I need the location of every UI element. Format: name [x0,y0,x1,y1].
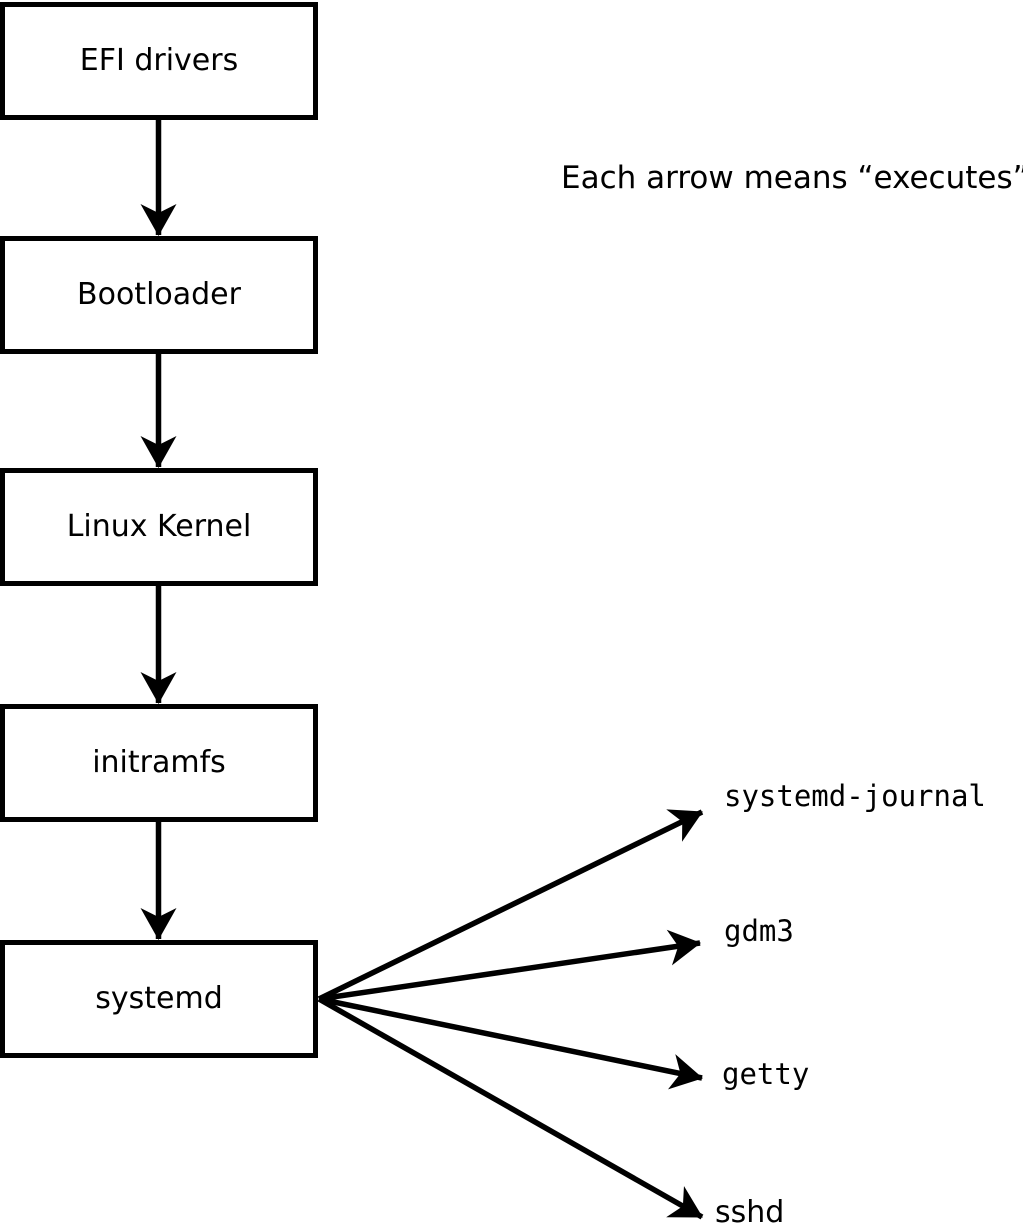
flow-box-label: systemd [95,981,223,1016]
process-label-getty: getty [722,1057,810,1091]
arrow-systemd-to-systemd-journal [317,809,704,1002]
flow-box-bootloader: Bootloader [0,236,318,354]
arrow-legend-text: Each arrow means “executes”. [561,160,1023,196]
flow-box-systemd: systemd [0,940,318,1058]
flow-box-label: Linux Kernel [66,509,252,544]
process-label-sshd: sshd [715,1195,785,1230]
flow-box-label: EFI drivers [79,43,239,78]
flow-box-label: initramfs [92,745,226,780]
process-label-systemd-journal: systemd-journal [724,779,986,813]
arrow-systemd-to-sshd [317,996,704,1220]
flow-box-label: Bootloader [77,277,241,312]
flow-box-linux-kernel: Linux Kernel [0,468,318,586]
arrow-systemd-to-getty [318,996,703,1090]
flow-box-efi-drivers: EFI drivers [0,2,318,120]
arrow-systemd-to-gdm3 [318,929,701,1002]
process-label-gdm3: gdm3 [724,914,794,948]
flow-box-initramfs: initramfs [0,704,318,822]
